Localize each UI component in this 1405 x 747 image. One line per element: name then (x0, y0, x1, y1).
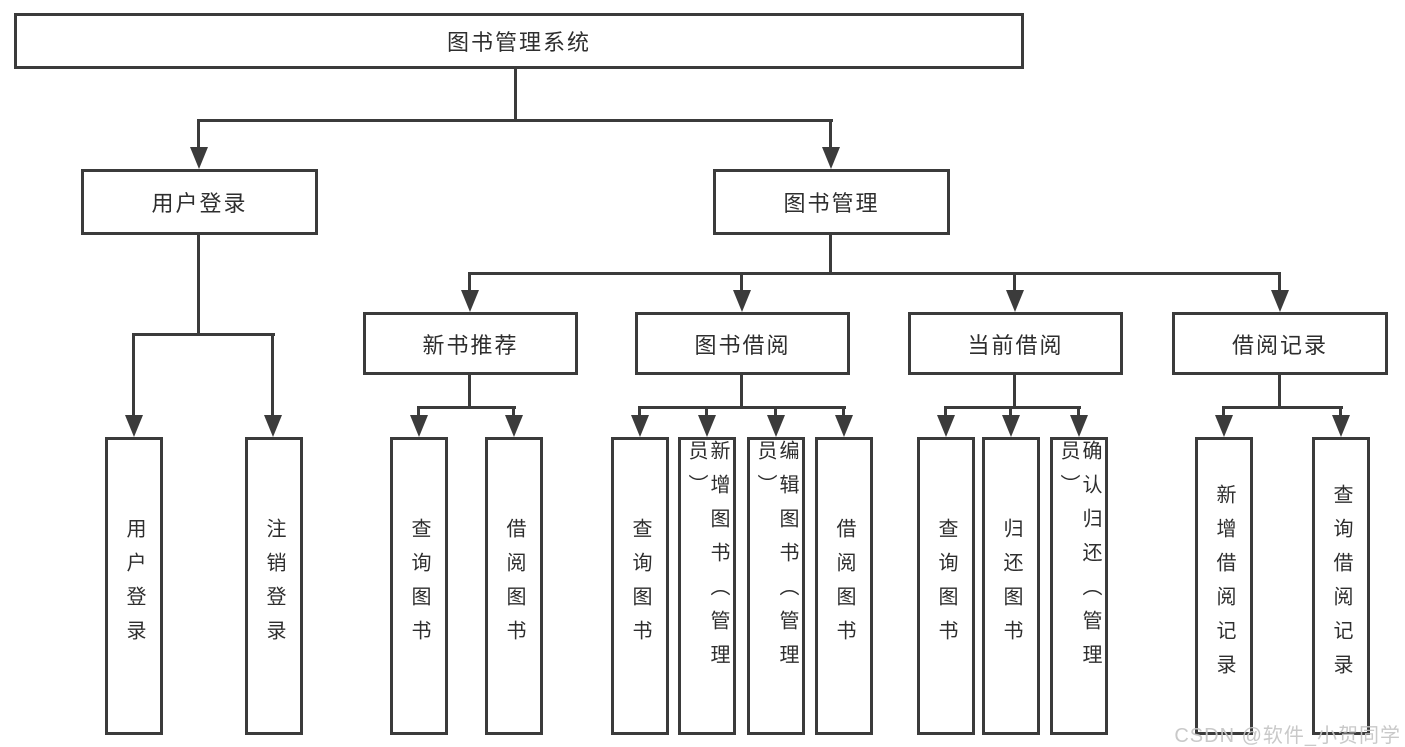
node-root: 图书管理系统 (14, 13, 1024, 69)
leaf-query-book-borrowing: 查询图书 (611, 437, 669, 735)
connector-line (468, 374, 471, 408)
arrow-down-icon (767, 415, 785, 437)
arrow-down-icon (264, 415, 282, 437)
arrow-down-icon (461, 290, 479, 312)
connector-line (740, 374, 743, 408)
leaf-user-login: 用户登录 (105, 437, 163, 735)
node-user-login: 用户登录 (81, 169, 318, 235)
node-current-borrowing: 当前借阅 (908, 312, 1123, 375)
connector-line (417, 406, 420, 418)
leaf-query-book-current: 查询图书 (917, 437, 975, 735)
connector-line (1223, 406, 1343, 409)
connector-line (512, 406, 515, 418)
leaf-label: 查询图书 (629, 518, 651, 654)
leaf-label: 注销登录 (263, 518, 285, 654)
node-borrowing-records: 借阅记录 (1172, 312, 1388, 375)
arrow-down-icon (698, 415, 716, 437)
leaf-return-book: 归还图书 (982, 437, 1040, 735)
connector-line (945, 406, 1081, 409)
connector-line (740, 272, 743, 293)
node-new-book-recommendation: 新书推荐 (363, 312, 578, 375)
arrow-down-icon (1002, 415, 1020, 437)
leaf-label: 编辑图书（管理员） (754, 440, 798, 678)
leaf-label: 查询图书 (935, 518, 957, 654)
leaf-confirm-return-admin: 确认归还（管理员） (1050, 437, 1108, 735)
connector-line (1009, 406, 1012, 418)
arrow-down-icon (1332, 415, 1350, 437)
arrow-down-icon (1215, 415, 1233, 437)
arrow-down-icon (1070, 415, 1088, 437)
connector-line (468, 272, 471, 293)
connector-line (132, 333, 135, 418)
leaf-label: 查询借阅记录 (1330, 484, 1352, 688)
connector-line (514, 68, 517, 121)
leaf-logout: 注销登录 (245, 437, 303, 735)
arrow-down-icon (937, 415, 955, 437)
arrow-down-icon (733, 290, 751, 312)
leaf-add-borrow-record: 新增借阅记录 (1195, 437, 1253, 735)
connector-line (1013, 272, 1016, 293)
arrow-down-icon (1006, 290, 1024, 312)
connector-line (1013, 374, 1016, 408)
connector-line (1077, 406, 1080, 418)
connector-line (132, 333, 275, 336)
connector-line (774, 406, 777, 418)
leaf-label: 归还图书 (1000, 518, 1022, 654)
leaf-label: 借阅图书 (833, 518, 855, 654)
node-book-management: 图书管理 (713, 169, 950, 235)
leaf-label: 新增图书（管理员） (685, 440, 729, 678)
connector-line (1278, 374, 1281, 408)
connector-line (638, 406, 641, 418)
connector-line (197, 234, 200, 336)
leaf-borrow-book-recommend: 借阅图书 (485, 437, 543, 735)
arrow-down-icon (410, 415, 428, 437)
connector-line (829, 119, 832, 150)
leaf-query-borrow-record: 查询借阅记录 (1312, 437, 1370, 735)
arrow-down-icon (1271, 290, 1289, 312)
node-book-borrowing: 图书借阅 (635, 312, 850, 375)
connector-line (842, 406, 845, 418)
leaf-label: 用户登录 (123, 518, 145, 654)
leaf-label: 查询图书 (408, 518, 430, 654)
arrow-down-icon (125, 415, 143, 437)
connector-line (705, 406, 708, 418)
arrow-down-icon (835, 415, 853, 437)
leaf-edit-book-admin: 编辑图书（管理员） (747, 437, 805, 735)
arrow-down-icon (190, 147, 208, 169)
leaf-borrow-book: 借阅图书 (815, 437, 873, 735)
connector-line (271, 333, 274, 418)
csdn-watermark: CSDN @软件_小贺同学 (1174, 725, 1401, 747)
connector-line (418, 406, 516, 409)
connector-line (197, 119, 200, 150)
connector-line (1278, 272, 1281, 293)
connector-line (469, 272, 1281, 275)
leaf-label: 新增借阅记录 (1213, 484, 1235, 688)
leaf-query-book-recommend: 查询图书 (390, 437, 448, 735)
connector-line (197, 119, 833, 122)
connector-line (1339, 406, 1342, 418)
connector-line (829, 234, 832, 275)
arrow-down-icon (822, 147, 840, 169)
arrow-down-icon (631, 415, 649, 437)
leaf-label: 确认归还（管理员） (1057, 440, 1101, 678)
leaf-add-book-admin: 新增图书（管理员） (678, 437, 736, 735)
connector-line (639, 406, 846, 409)
leaf-label: 借阅图书 (503, 518, 525, 654)
arrow-down-icon (505, 415, 523, 437)
connector-line (944, 406, 947, 418)
connector-line (1222, 406, 1225, 418)
